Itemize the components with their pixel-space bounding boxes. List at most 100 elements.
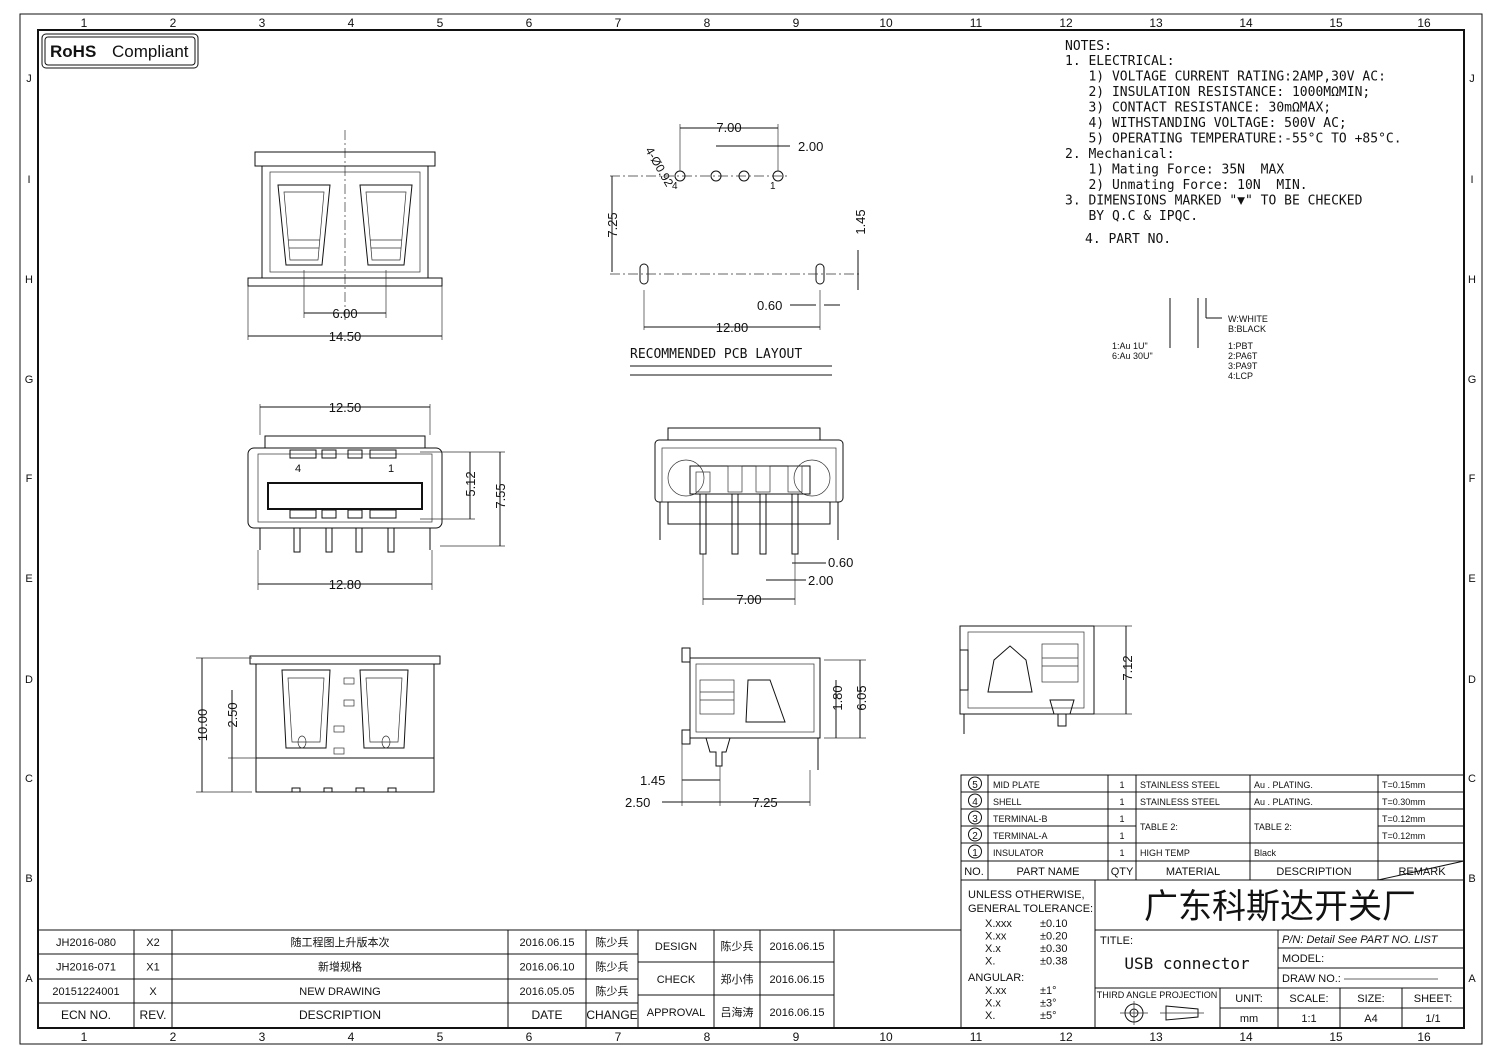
- rev-desc: 新增规格: [318, 960, 362, 974]
- bom-part-name: MID PLATE: [993, 780, 1040, 790]
- bom-material: STAINLESS STEEL: [1140, 780, 1220, 790]
- bom-no: 4: [972, 797, 978, 808]
- rohs-bold: RoHS: [50, 42, 96, 61]
- row-letter: J: [26, 73, 32, 85]
- row-letter: E: [25, 573, 32, 585]
- bom-no: 5: [972, 780, 978, 791]
- rev-desc: NEW DRAWING: [299, 986, 380, 998]
- note-line: 4) WITHSTANDING VOLTAGE: 500V AC;: [1065, 116, 1347, 131]
- tol-value: ±0.20: [1040, 931, 1067, 943]
- column-number: 3: [259, 16, 266, 30]
- note-line: 3. DIMENSIONS MARKED "▼" TO BE CHECKED: [1065, 194, 1363, 209]
- title-label: TITLE:: [1100, 935, 1133, 947]
- dim-rear-060: 0.60: [828, 555, 853, 570]
- row-letter: A: [1468, 973, 1476, 985]
- pcb-pin-1: 1: [770, 181, 776, 192]
- front-view: 12.50 4 1 5.12 7.55 12.80: [247, 400, 508, 592]
- dim-pcb-7: 7.00: [716, 120, 741, 135]
- tol-key: X.: [985, 956, 995, 968]
- column-number: 9: [793, 1030, 800, 1044]
- model-label: MODEL:: [1282, 953, 1324, 965]
- bottom-view: 10.00 2.50: [195, 655, 441, 793]
- column-number: 7: [615, 1030, 622, 1044]
- pn-label: P/N: Detail See PART NO. LIST: [1282, 934, 1439, 946]
- bom-part-name: INSULATOR: [993, 848, 1044, 858]
- dim-side-605: 6.05: [854, 685, 869, 710]
- bom-header-material: MATERIAL: [1166, 866, 1220, 878]
- column-number: 1: [81, 1030, 88, 1044]
- tol-key: X.xx: [985, 931, 1007, 943]
- part-no-label: 4. PART NO.: [1085, 232, 1171, 247]
- column-number: 12: [1059, 1030, 1073, 1044]
- dim-rear-200: 2.00: [808, 573, 833, 588]
- tol-angular-key: X.: [985, 1010, 995, 1022]
- column-number: 7: [615, 16, 622, 30]
- row-letter: G: [1468, 374, 1477, 386]
- bom-part-name: SHELL: [993, 797, 1022, 807]
- column-number: 10: [879, 1030, 893, 1044]
- row-letter: D: [1468, 674, 1476, 686]
- outer-border: [19, 13, 1483, 1045]
- approval-date: 2016.06.15: [769, 941, 824, 953]
- bom-remark: T=0.12mm: [1382, 831, 1425, 841]
- note-line: 5) OPERATING TEMPERATURE:-55°C TO +85°C.: [1065, 132, 1402, 147]
- code-pbt: 1:PBT: [1228, 341, 1254, 351]
- row-letter: C: [1468, 773, 1476, 785]
- bom-qty: 1: [1119, 831, 1124, 841]
- approval-date: 2016.06.15: [769, 1007, 824, 1019]
- column-number: 8: [704, 1030, 711, 1044]
- rev-header-date: DATE: [531, 1008, 562, 1022]
- bom-no: 1: [972, 848, 978, 859]
- row-letter: E: [1468, 573, 1475, 585]
- front-pin-4: 4: [295, 463, 301, 475]
- column-number: 5: [437, 16, 444, 30]
- front-pin-1: 1: [388, 463, 394, 475]
- side-view: 6.05 1.80 1.45 2.50 7.25: [625, 647, 869, 810]
- sheet-label: SHEET:: [1414, 993, 1453, 1005]
- bom-header-remark: REMARK: [1398, 866, 1446, 878]
- code-white: W:WHITE: [1228, 314, 1268, 324]
- tol-value: ±0.38: [1040, 956, 1067, 968]
- bom-header-qty: QTY: [1111, 866, 1134, 878]
- size-value: A4: [1364, 1013, 1377, 1025]
- approval-name: 吕海涛: [721, 1005, 754, 1019]
- dim-pcb-2: 2.00: [798, 139, 823, 154]
- rev-ecn: JH2016-080: [56, 937, 116, 949]
- tol-angular-key: X.x: [985, 998, 1001, 1010]
- bom-qty: 1: [1119, 814, 1124, 824]
- note-line: 2) Unmating Force: 10N MIN.: [1065, 178, 1308, 193]
- bom-header-no: NO.: [964, 866, 984, 878]
- unit-label: UNIT:: [1235, 993, 1263, 1005]
- approval-name: 陈少兵: [721, 939, 754, 953]
- rev-rev: X2: [146, 937, 159, 949]
- item-number-circle: [968, 810, 982, 825]
- rev-change: 陈少兵: [596, 960, 629, 974]
- rohs-badge: RoHS Compliant: [41, 33, 199, 69]
- rev-date: 2016.06.10: [519, 962, 574, 974]
- dim-side-250: 2.50: [625, 795, 650, 810]
- rev-header-change: CHANGE: [586, 1008, 637, 1022]
- row-letter: B: [1468, 873, 1475, 885]
- item-number-circle: [968, 793, 982, 808]
- code-pa6t: 2:PA6T: [1228, 351, 1258, 361]
- column-number: 1: [81, 16, 88, 30]
- dim-pcb-725: 7.25: [605, 212, 620, 237]
- bom-remark: T=0.15mm: [1382, 780, 1425, 790]
- dim-bottom-250: 2.50: [225, 702, 240, 727]
- pcb-pin-4: 4: [672, 181, 678, 192]
- rev-header-desc: DESCRIPTION: [299, 1008, 381, 1022]
- column-number: 9: [793, 16, 800, 30]
- row-letter: B: [25, 873, 32, 885]
- row-letter: G: [25, 374, 34, 386]
- scale-label: SCALE:: [1289, 993, 1328, 1005]
- bom-description: TABLE 2:: [1254, 822, 1292, 832]
